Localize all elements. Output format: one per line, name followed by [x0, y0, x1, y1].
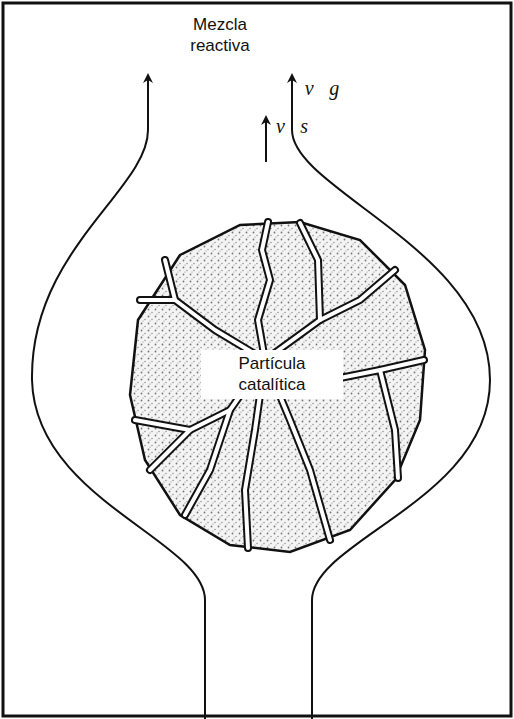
crack-outline [258, 222, 270, 360]
crack [380, 370, 398, 478]
crack [258, 222, 270, 360]
crack-outline [265, 270, 395, 360]
flow-label: Mezcla reactiva [170, 14, 270, 57]
crack-outline [380, 370, 398, 478]
crack [150, 430, 190, 470]
crack [265, 270, 395, 360]
crack [185, 410, 230, 515]
particle-label: Partícula catalítica [201, 350, 343, 399]
crack-outline [150, 430, 190, 470]
frame [3, 3, 511, 716]
catalytic-particle [130, 222, 425, 552]
crack [300, 223, 320, 320]
crack-outline [165, 260, 175, 300]
velocity-arrow [265, 120, 267, 162]
crack [165, 260, 175, 300]
velocity-label: v⃗g [305, 76, 339, 101]
crack-outline [185, 410, 230, 515]
velocity-label: v⃗s [276, 114, 308, 139]
crack-outline [300, 223, 320, 320]
